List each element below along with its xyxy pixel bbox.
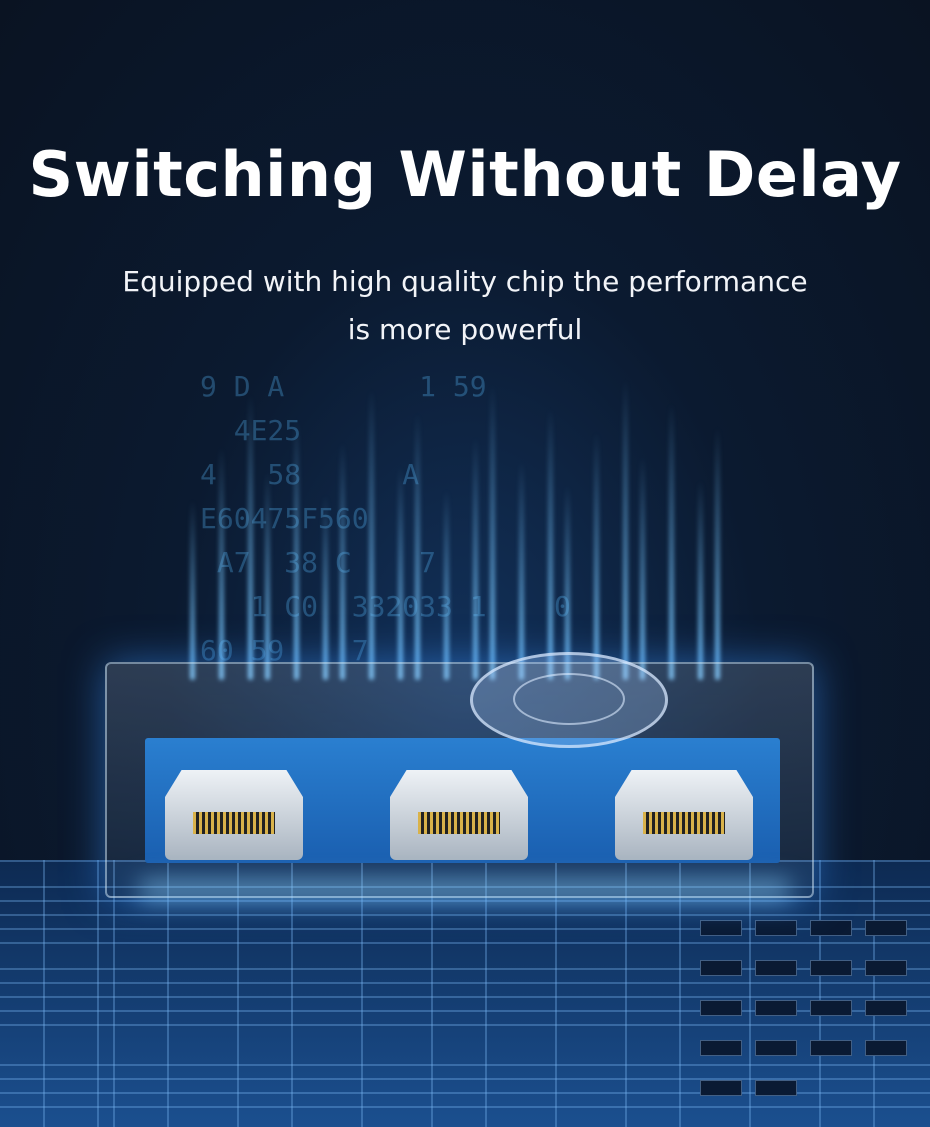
circuit-chip — [810, 960, 852, 976]
light-streak — [190, 500, 195, 680]
circuit-trace — [0, 942, 930, 944]
light-streak — [219, 447, 224, 680]
circuit-chip — [755, 1040, 797, 1056]
circuit-chip — [755, 920, 797, 936]
light-streak — [444, 490, 449, 680]
light-streak — [640, 456, 645, 680]
light-streak — [565, 485, 570, 680]
circuit-trace — [0, 900, 930, 902]
circuit-board — [0, 860, 930, 1127]
circuit-trace — [0, 928, 930, 930]
light-streak — [623, 379, 628, 680]
circuit-trace — [555, 860, 557, 1127]
circuit-trace — [0, 1064, 930, 1066]
circuit-trace — [625, 860, 627, 1127]
circuit-trace — [97, 860, 99, 1127]
hdmi-port-1 — [165, 770, 303, 860]
light-streak — [669, 403, 674, 680]
circuit-trace — [0, 914, 930, 916]
circuit-chip — [865, 1040, 907, 1056]
hdmi-port-2 — [390, 770, 528, 860]
circuit-trace — [0, 1024, 930, 1026]
circuit-chip — [810, 1040, 852, 1056]
circuit-trace — [0, 1078, 930, 1080]
circuit-trace — [679, 860, 681, 1127]
circuit-chip — [810, 1000, 852, 1016]
circuit-trace — [113, 860, 115, 1127]
light-streak — [294, 418, 299, 680]
light-streak — [594, 432, 599, 680]
light-streak — [248, 394, 253, 680]
circuit-trace — [0, 1010, 930, 1012]
circuit-trace — [819, 860, 821, 1127]
circuit-trace — [873, 860, 875, 1127]
light-streak — [265, 471, 270, 680]
light-streak — [519, 461, 524, 680]
circuit-trace — [431, 860, 433, 1127]
subtitle-line-2: is more powerful — [347, 313, 583, 346]
base-glow — [140, 880, 790, 900]
circuit-chip — [700, 960, 742, 976]
circuit-trace — [0, 1106, 930, 1108]
light-streak — [415, 413, 420, 680]
light-streak — [548, 408, 553, 680]
light-streak — [715, 427, 720, 680]
light-streak — [369, 389, 374, 680]
circuit-chip — [755, 1080, 797, 1096]
circuit-trace — [0, 968, 930, 970]
circuit-chip — [700, 1000, 742, 1016]
light-streak — [490, 384, 495, 680]
subtitle: Equipped with high quality chip the perf… — [0, 258, 930, 354]
light-streak — [473, 437, 478, 680]
light-streak — [398, 466, 403, 680]
circuit-trace — [0, 982, 930, 984]
circuit-trace — [291, 860, 293, 1127]
headline: Switching Without Delay — [28, 138, 902, 211]
light-streak — [698, 480, 703, 680]
light-streaks — [180, 360, 740, 680]
circuit-trace — [167, 860, 169, 1127]
circuit-chip — [700, 1080, 742, 1096]
light-streak — [323, 495, 328, 680]
circuit-trace — [43, 860, 45, 1127]
circuit-trace — [0, 1092, 930, 1094]
circuit-chip — [810, 920, 852, 936]
circuit-trace — [749, 860, 751, 1127]
switch-knob — [470, 652, 668, 748]
circuit-chip — [755, 1000, 797, 1016]
circuit-chip — [865, 960, 907, 976]
circuit-trace — [485, 860, 487, 1127]
circuit-chip — [865, 920, 907, 936]
circuit-chip — [700, 1040, 742, 1056]
circuit-trace — [361, 860, 363, 1127]
circuit-trace — [237, 860, 239, 1127]
circuit-chip — [865, 1000, 907, 1016]
light-streak — [340, 442, 345, 680]
circuit-trace — [0, 996, 930, 998]
hdmi-port-3 — [615, 770, 753, 860]
circuit-chip — [755, 960, 797, 976]
circuit-chip — [700, 920, 742, 936]
subtitle-line-1: Equipped with high quality chip the perf… — [122, 265, 808, 298]
